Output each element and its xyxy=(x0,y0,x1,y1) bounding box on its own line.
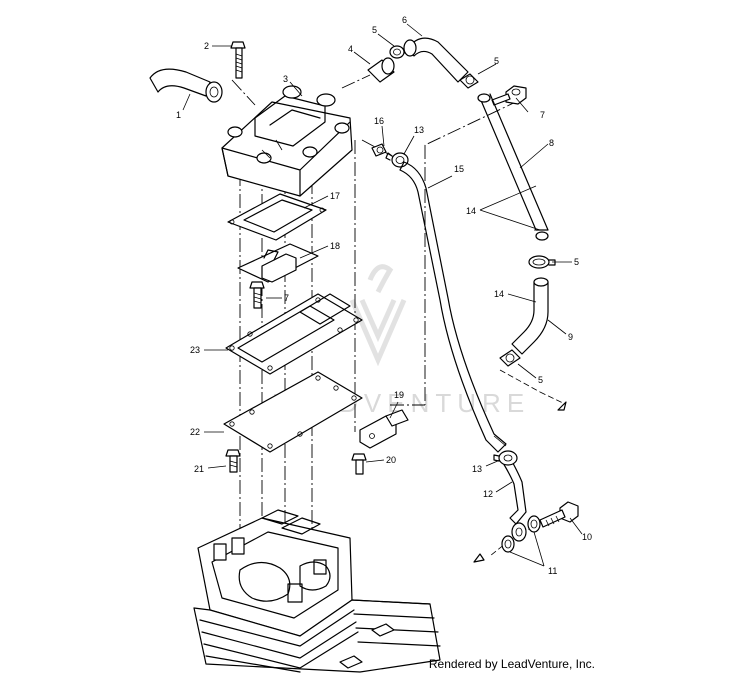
part-1-elbow-hose xyxy=(149,68,223,103)
callout-11: 11 xyxy=(548,566,557,576)
callout-8: 8 xyxy=(549,138,554,148)
arrow-right-icon xyxy=(557,401,567,411)
part-22-gasket xyxy=(223,371,363,453)
callout-16: 16 xyxy=(374,116,384,126)
leader-lines xyxy=(182,23,583,567)
callout-17: 17 xyxy=(330,191,340,201)
part-8-tube xyxy=(477,93,549,241)
part-5-clamp-right xyxy=(459,73,479,89)
callout-numbers: 1 2 3 4 5 5 5 5 6 7 7 8 9 10 11 12 13 13… xyxy=(176,15,592,576)
callout-7-mid: 7 xyxy=(284,293,289,303)
part-23-gasket xyxy=(225,293,363,375)
part-13-clamp-top xyxy=(385,152,409,168)
watermark-logo-icon xyxy=(349,264,407,367)
callout-15: 15 xyxy=(454,164,464,174)
part-5-clamp-lower xyxy=(499,349,521,367)
callout-13-bottom: 13 xyxy=(472,464,482,474)
callout-5-lower: 5 xyxy=(538,375,543,385)
part-20-bolt xyxy=(351,453,367,475)
part-3-valve-housing xyxy=(221,85,353,197)
callout-5-top: 5 xyxy=(372,25,377,35)
part-9-curved-hose xyxy=(511,277,549,355)
part-17-gasket xyxy=(227,193,327,241)
callout-9: 9 xyxy=(568,332,573,342)
render-credit: Rendered by LeadVenture, Inc. xyxy=(428,657,595,671)
part-7-bolt-top xyxy=(491,85,527,106)
callout-5-right: 5 xyxy=(494,56,499,66)
part-11-washers xyxy=(501,515,541,553)
callout-14-top: 14 xyxy=(466,206,476,216)
callout-13-top: 13 xyxy=(414,125,424,135)
part-4-short-hose xyxy=(367,57,395,83)
callout-4: 4 xyxy=(348,44,353,54)
engine-cylinder-block xyxy=(193,599,441,673)
part-12-banjo-tube xyxy=(499,453,527,542)
callout-6: 6 xyxy=(402,15,407,25)
part-15-vent-hose xyxy=(399,161,507,453)
part-16-fitting xyxy=(371,143,387,157)
callout-10: 10 xyxy=(582,532,592,542)
part-13-clamp-bottom xyxy=(493,450,518,466)
arrow-left-icon xyxy=(473,553,485,563)
direction-arrows xyxy=(473,401,567,563)
part-18-reed-valve xyxy=(237,243,319,283)
callout-5-mid: 5 xyxy=(574,257,579,267)
callout-3: 3 xyxy=(283,74,288,84)
part-19-bracket xyxy=(359,409,409,449)
callout-1: 1 xyxy=(176,110,181,120)
callout-18: 18 xyxy=(330,241,340,251)
part-2-bolt xyxy=(230,41,246,79)
part-5-clamp-mid xyxy=(528,255,556,269)
part-6-elbow-hose xyxy=(403,37,469,83)
callout-14-lower: 14 xyxy=(494,289,504,299)
part-7-bolt-mid xyxy=(249,281,265,309)
callout-20: 20 xyxy=(386,455,396,465)
callout-7-top: 7 xyxy=(540,110,545,120)
part-10-bolt xyxy=(539,501,579,528)
callout-21: 21 xyxy=(194,464,204,474)
callout-2: 2 xyxy=(204,41,209,51)
callout-19: 19 xyxy=(394,390,404,400)
callout-23: 23 xyxy=(190,345,200,355)
callout-12: 12 xyxy=(483,489,493,499)
callout-22: 22 xyxy=(190,427,200,437)
part-21-bolt xyxy=(225,449,241,473)
